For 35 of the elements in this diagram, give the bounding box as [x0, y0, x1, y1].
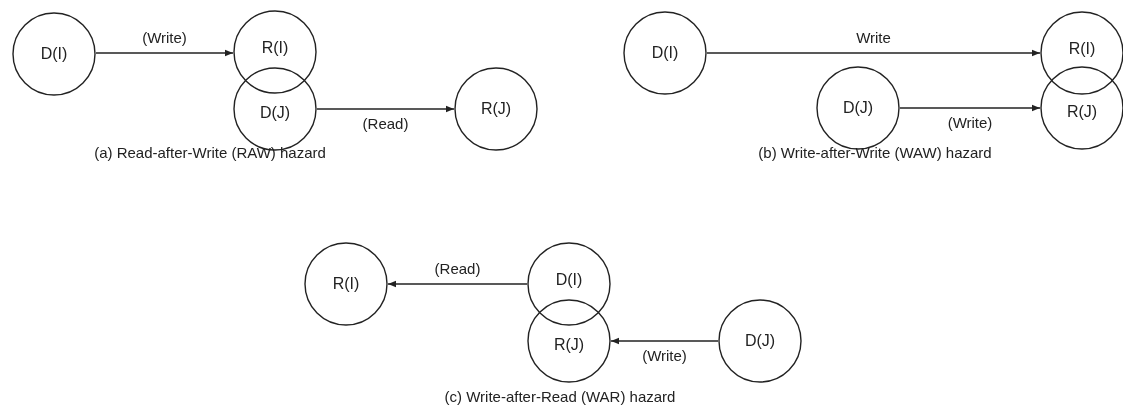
- arrow: [95, 49, 234, 57]
- arrow: [387, 280, 528, 288]
- node-label: D(J): [259, 104, 291, 122]
- arrow: [610, 337, 719, 345]
- node-label: D(I): [651, 44, 679, 62]
- node-label: R(I): [261, 39, 289, 57]
- edge-label: (Read): [434, 260, 481, 277]
- edge-label: (Read): [362, 115, 409, 132]
- edge-label: (Write): [947, 114, 993, 131]
- circle-node: [527, 242, 611, 326]
- node-label: R(J): [480, 100, 512, 118]
- node-label: D(I): [555, 271, 583, 289]
- circle-node: [527, 299, 611, 383]
- circle-node: [233, 10, 317, 94]
- circle-node: [718, 299, 802, 383]
- node-label: D(J): [744, 332, 776, 350]
- node-label: D(J): [842, 99, 874, 117]
- caption: (a) Read-after-Write (RAW) hazard: [94, 144, 326, 161]
- caption: (c) Write-after-Read (WAR) hazard: [444, 388, 676, 405]
- node-label: R(J): [1066, 103, 1098, 121]
- node-label: R(J): [553, 336, 585, 354]
- caption: (b) Write-after-Write (WAW) hazard: [758, 144, 992, 161]
- circle-node: [623, 11, 707, 95]
- circle-node: [304, 242, 388, 326]
- edge-label: (Write): [142, 29, 187, 46]
- circle-node: [12, 12, 96, 96]
- arrow: [706, 49, 1041, 57]
- arrow: [899, 104, 1041, 112]
- node-label: R(I): [1068, 40, 1096, 58]
- arrow: [316, 105, 455, 113]
- edge-label: Write: [856, 29, 891, 46]
- node-label: D(I): [40, 45, 68, 63]
- circle-node: [454, 67, 538, 151]
- edge-label: (Write): [642, 347, 687, 364]
- node-label: R(I): [332, 275, 360, 293]
